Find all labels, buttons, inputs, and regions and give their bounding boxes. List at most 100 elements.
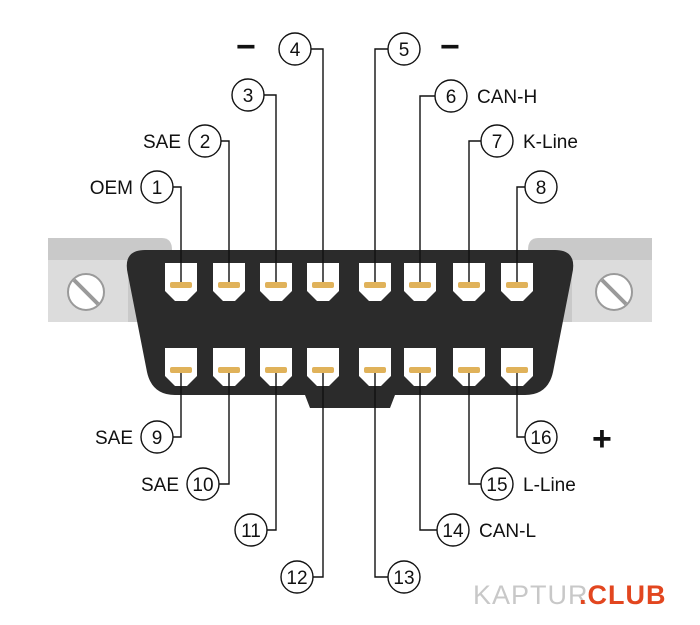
pin-contact xyxy=(364,367,386,373)
pin-contact xyxy=(218,367,240,373)
pin-contact xyxy=(170,282,192,288)
pin-number-circle xyxy=(387,32,421,66)
pin-number: 16 xyxy=(530,428,551,449)
leader-line xyxy=(219,373,230,485)
pin-marker-13: 13 xyxy=(387,560,421,594)
leader-line xyxy=(419,373,437,531)
pin-number: 1 xyxy=(152,178,163,199)
pin-number-circle xyxy=(188,124,222,158)
pin-marker-10: 10 SAE xyxy=(141,467,220,501)
leader-line xyxy=(468,373,481,485)
pin-number-circle xyxy=(231,78,265,112)
pin-number: 3 xyxy=(243,86,254,107)
pin-marker-4: 4 xyxy=(278,32,312,66)
pin-marker-8: 8 xyxy=(524,170,558,204)
brand-logo: KAPTUR .CLUB xyxy=(473,580,667,610)
pin-function-label: SAE xyxy=(95,428,133,449)
pin-number: 4 xyxy=(290,40,301,61)
pin-function-label: SAE xyxy=(141,475,179,496)
right-screw-icon xyxy=(595,273,633,311)
pin-number: 14 xyxy=(442,521,464,542)
pin-number-circle xyxy=(480,467,514,501)
pin-number-circle xyxy=(280,560,314,594)
pin-marker-2: 2 SAE xyxy=(143,124,222,158)
pin-number-circle xyxy=(480,124,514,158)
pin-contact xyxy=(409,282,431,288)
leader-line xyxy=(221,140,230,282)
pin-cavities xyxy=(165,263,533,386)
pin-marker-1: 1 OEM xyxy=(90,170,174,204)
pin-marker-7: 7 K-Line xyxy=(480,124,578,158)
pin-contact xyxy=(312,282,334,288)
pin-number: 5 xyxy=(399,40,410,61)
pin-contact xyxy=(458,282,480,288)
pin-marker-11: 11 xyxy=(234,513,268,547)
pin-number: 6 xyxy=(446,87,457,108)
pin-marker-9: 9 SAE xyxy=(95,420,174,454)
pin-number-circle xyxy=(234,513,268,547)
pin-contact xyxy=(409,367,431,373)
pin-number: 15 xyxy=(486,475,507,496)
pin-number: 11 xyxy=(241,521,261,542)
pin-marker-12: 12 xyxy=(280,560,314,594)
pin-marker-16: 16 xyxy=(524,420,558,454)
pin-number-circle xyxy=(140,420,174,454)
leader-line xyxy=(264,94,277,282)
brand-logo-part1: KAPTUR xyxy=(473,580,589,610)
pin-number: 10 xyxy=(192,475,213,496)
plus-sign: + xyxy=(592,420,612,458)
pin-number-circle xyxy=(140,170,174,204)
pin-contact xyxy=(218,282,240,288)
pin-contact xyxy=(506,282,528,288)
minus-sign-left: − xyxy=(236,28,256,66)
pin-marker-5: 5 xyxy=(387,32,421,66)
pin-number: 2 xyxy=(200,132,211,153)
leader-line xyxy=(173,373,182,438)
pin-number-circle xyxy=(434,79,468,113)
leader-line xyxy=(313,373,324,578)
left-screw-icon xyxy=(67,273,105,311)
pin-number: 9 xyxy=(152,428,163,449)
leader-line xyxy=(516,186,525,282)
pin-number-circle xyxy=(278,32,312,66)
pin-function-label: CAN-L xyxy=(479,521,536,542)
leader-line xyxy=(267,373,277,531)
leader-line xyxy=(419,95,435,282)
pin-number-circle xyxy=(524,170,558,204)
pin-number-circle xyxy=(524,420,558,454)
pin-marker-15: 15 L-Line xyxy=(480,467,576,501)
leader-line xyxy=(516,373,525,438)
pin-number: 8 xyxy=(536,178,547,199)
pin-function-label: K-Line xyxy=(523,132,578,153)
pin-contact xyxy=(458,367,480,373)
leader-line xyxy=(374,373,388,578)
pin-function-label: L-Line xyxy=(523,475,576,496)
leader-line xyxy=(374,48,388,282)
minus-sign-right: − xyxy=(440,28,460,66)
pin-function-label: SAE xyxy=(143,132,181,153)
leader-line xyxy=(468,140,481,282)
pin-number-circle xyxy=(436,513,470,547)
pin-contact xyxy=(265,282,287,288)
brand-logo-part2: .CLUB xyxy=(579,580,667,610)
pin-contact xyxy=(506,367,528,373)
pin-contact xyxy=(312,367,334,373)
pin-function-label: OEM xyxy=(90,178,133,199)
pin-number: 12 xyxy=(286,568,307,589)
pin-number: 13 xyxy=(393,568,414,589)
pin-function-label: CAN-H xyxy=(477,87,537,108)
leader-line xyxy=(173,186,182,282)
pin-marker-3: 3 xyxy=(231,78,265,112)
pin-contact xyxy=(170,367,192,373)
pin-number-circle xyxy=(186,467,220,501)
pin-leader-lines xyxy=(173,48,525,578)
pin-contact xyxy=(364,282,386,288)
pin-number: 7 xyxy=(492,132,503,153)
pin-number-circle xyxy=(387,560,421,594)
pin-marker-6: 6 CAN-H xyxy=(434,79,537,113)
pin-marker-14: 14 CAN-L xyxy=(436,513,536,547)
pin-contact xyxy=(265,367,287,373)
leader-line xyxy=(311,48,324,282)
